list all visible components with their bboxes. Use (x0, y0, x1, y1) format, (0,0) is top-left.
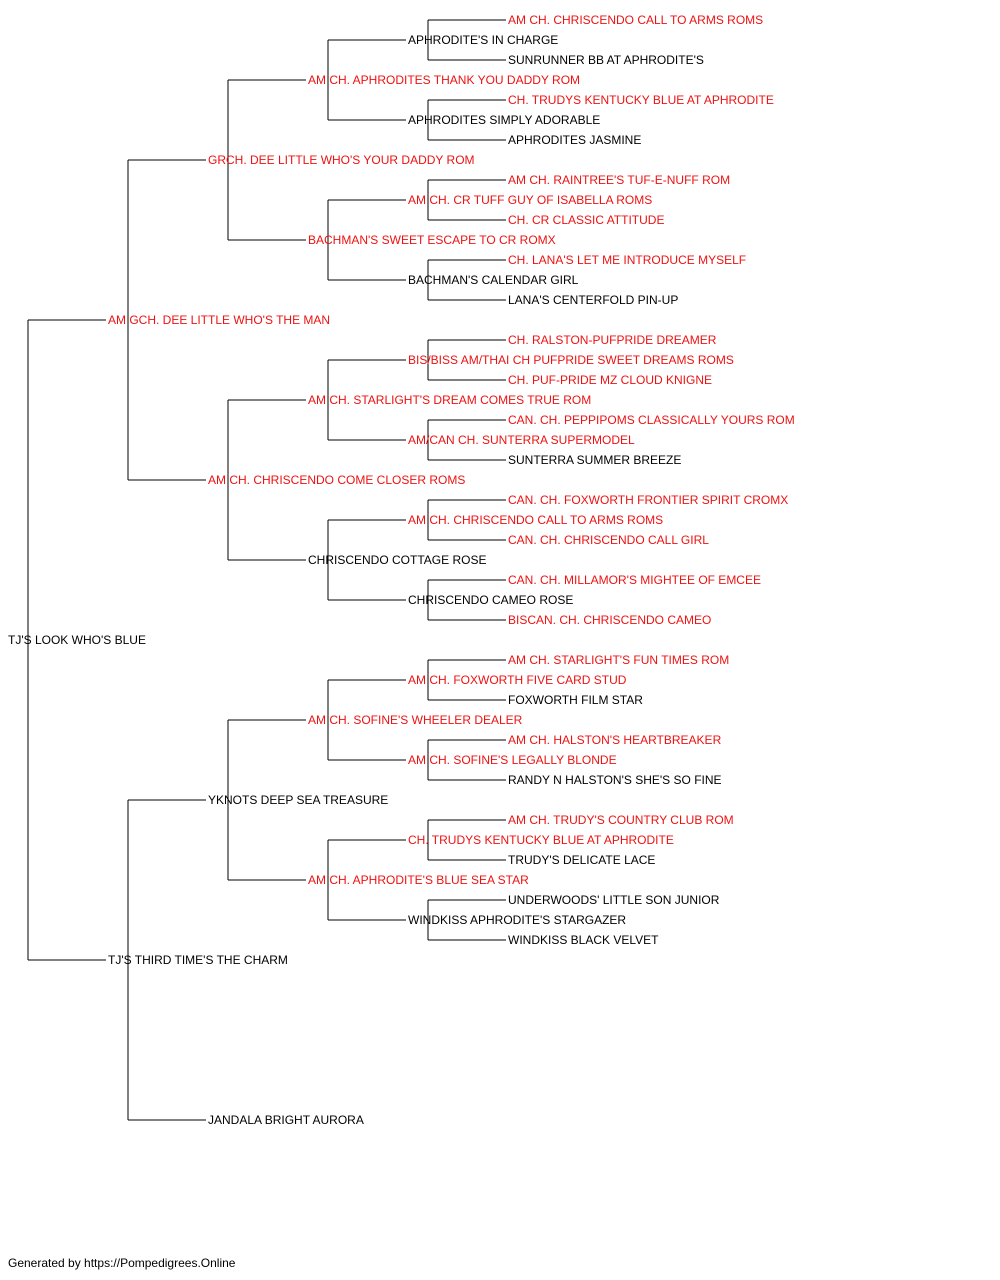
dog-name-gen5: BISCAN. CH. CHRISCENDO CAMEO (508, 613, 711, 627)
dog-name-gen5: CH. TRUDYS KENTUCKY BLUE AT APHRODITE (508, 93, 774, 107)
dog-name-gen4: CHRISCENDO CAMEO ROSE (408, 593, 573, 607)
dog-name-gen4: CH. TRUDYS KENTUCKY BLUE AT APHRODITE (408, 833, 674, 847)
dog-name-gen2: JANDALA BRIGHT AURORA (208, 1113, 364, 1127)
dog-name-gen3: CHRISCENDO COTTAGE ROSE (308, 553, 486, 567)
dog-name-gen5: CH. LANA'S LET ME INTRODUCE MYSELF (508, 253, 746, 267)
pedigree-chart: TJ'S LOOK WHO'S BLUE AM GCH. DEE LITTLE W… (8, 13, 795, 1127)
dog-name-gen5: CH. RALSTON-PUFPRIDE DREAMER (508, 333, 717, 347)
dog-name-gen5: APHRODITES JASMINE (508, 133, 641, 147)
dog-name-gen5: CH. PUF-PRIDE MZ CLOUD KNIGNE (508, 373, 712, 387)
dog-name-gen5: CH. CR CLASSIC ATTITUDE (508, 213, 664, 227)
dog-name-gen3: AM CH. APHRODITES THANK YOU DADDY ROM (308, 73, 580, 87)
dog-name-gen5: RANDY N HALSTON'S SHE'S SO FINE (508, 773, 722, 787)
dog-name-gen2: GRCH. DEE LITTLE WHO'S YOUR DADDY ROM (208, 153, 475, 167)
dog-name-gen3: AM CH. SOFINE'S WHEELER DEALER (308, 713, 523, 727)
dog-name-gen0: TJ'S LOOK WHO'S BLUE (8, 633, 146, 647)
dog-name-gen5: UNDERWOODS' LITTLE SON JUNIOR (508, 893, 720, 907)
pedigree-connectors (27, 19, 506, 1121)
dog-name-gen5: AM CH. TRUDY'S COUNTRY CLUB ROM (508, 813, 734, 827)
pedigree-names: TJ'S LOOK WHO'S BLUE AM GCH. DEE LITTLE W… (8, 13, 795, 1127)
dog-name-gen1: AM GCH. DEE LITTLE WHO'S THE MAN (108, 313, 330, 327)
dog-name-gen3: AM CH. APHRODITE'S BLUE SEA STAR (308, 873, 529, 887)
dog-name-gen2: YKNOTS DEEP SEA TREASURE (208, 793, 388, 807)
dog-name-gen5: LANA'S CENTERFOLD PIN-UP (508, 293, 678, 307)
dog-name-gen5: CAN. CH. MILLAMOR'S MIGHTEE OF EMCEE (508, 573, 761, 587)
dog-name-gen4: APHRODITE'S IN CHARGE (408, 33, 558, 47)
dog-name-gen5: AM CH. RAINTREE'S TUF-E-NUFF ROM (508, 173, 730, 187)
footer-credit: Generated by https://Pompedigrees.Online (8, 1256, 236, 1270)
dog-name-gen3: BACHMAN'S SWEET ESCAPE TO CR ROMX (308, 233, 556, 247)
dog-name-gen5: AM CH. STARLIGHT'S FUN TIMES ROM (508, 653, 729, 667)
dog-name-gen5: AM CH. HALSTON'S HEARTBREAKER (508, 733, 722, 747)
dog-name-gen5: FOXWORTH FILM STAR (508, 693, 643, 707)
dog-name-gen5: CAN. CH. PEPPIPOMS CLASSICALLY YOURS ROM (508, 413, 795, 427)
dog-name-gen4: AM CH. SOFINE'S LEGALLY BLONDE (408, 753, 617, 767)
dog-name-gen5: SUNTERRA SUMMER BREEZE (508, 453, 681, 467)
dog-name-gen4: AM CH. CHRISCENDO CALL TO ARMS ROMS (408, 513, 663, 527)
dog-name-gen3: AM CH. STARLIGHT'S DREAM COMES TRUE ROM (308, 393, 591, 407)
dog-name-gen1: TJ'S THIRD TIME'S THE CHARM (108, 953, 288, 967)
dog-name-gen5: CAN. CH. CHRISCENDO CALL GIRL (508, 533, 709, 547)
dog-name-gen4: BACHMAN'S CALENDAR GIRL (408, 273, 579, 287)
dog-name-gen5: CAN. CH. FOXWORTH FRONTIER SPIRIT CROMX (508, 493, 788, 507)
dog-name-gen5: AM CH. CHRISCENDO CALL TO ARMS ROMS (508, 13, 763, 27)
dog-name-gen4: WINDKISS APHRODITE'S STARGAZER (408, 913, 626, 927)
dog-name-gen2: AM CH. CHRISCENDO COME CLOSER ROMS (208, 473, 465, 487)
dog-name-gen5: SUNRUNNER BB AT APHRODITE'S (508, 53, 704, 67)
dog-name-gen4: BIS/BISS AM/THAI CH PUFPRIDE SWEET DREAM… (408, 353, 734, 367)
dog-name-gen4: APHRODITES SIMPLY ADORABLE (408, 113, 600, 127)
dog-name-gen4: AM CH. CR TUFF GUY OF ISABELLA ROMS (408, 193, 652, 207)
dog-name-gen5: TRUDY'S DELICATE LACE (508, 853, 655, 867)
dog-name-gen4: AM CH. FOXWORTH FIVE CARD STUD (408, 673, 627, 687)
dog-name-gen4: AM/CAN CH. SUNTERRA SUPERMODEL (408, 433, 635, 447)
dog-name-gen5: WINDKISS BLACK VELVET (508, 933, 659, 947)
